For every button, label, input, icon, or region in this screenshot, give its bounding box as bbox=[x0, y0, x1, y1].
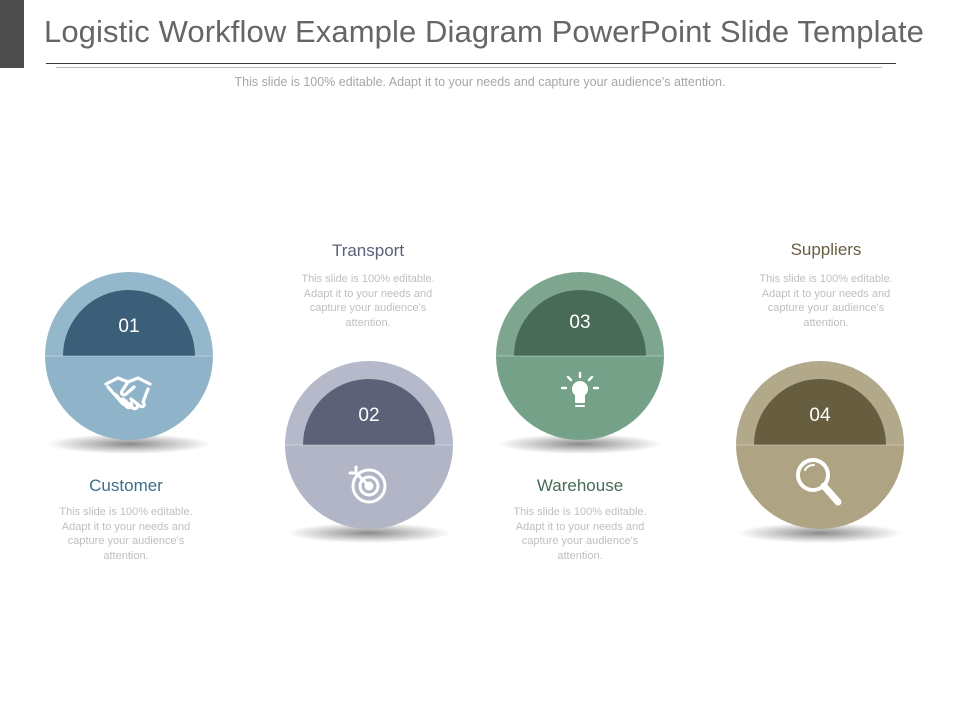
step-description-warehouse: This slide is 100% editable. Adapt it to… bbox=[513, 506, 647, 562]
step-number: 02 bbox=[358, 405, 380, 426]
step-circle bbox=[45, 272, 213, 454]
title-rule bbox=[46, 63, 896, 64]
target-icon bbox=[348, 465, 387, 504]
step-circle bbox=[285, 361, 453, 543]
step-label-customer: Customer bbox=[89, 476, 163, 495]
step-number: 01 bbox=[118, 316, 140, 337]
step-number: 04 bbox=[809, 405, 831, 426]
lightbulb-icon bbox=[560, 371, 600, 407]
slide-subtitle: This slide is 100% editable. Adapt it to… bbox=[234, 75, 726, 89]
slide-title: Logistic Workflow Example Diagram PowerP… bbox=[44, 14, 925, 49]
handshake-icon bbox=[104, 376, 152, 411]
step-description-suppliers: This slide is 100% editable. Adapt it to… bbox=[759, 273, 893, 329]
step-description-customer: This slide is 100% editable. Adapt it to… bbox=[59, 506, 193, 562]
step-warehouse: 03 bbox=[495, 268, 665, 458]
corner-accent bbox=[0, 0, 24, 68]
step-suppliers: 04 bbox=[735, 357, 905, 547]
step-customer: 01 bbox=[44, 268, 214, 458]
step-transport: 02 bbox=[284, 357, 454, 547]
step-label-transport: Transport bbox=[331, 241, 405, 260]
title-rule-secondary bbox=[56, 67, 882, 68]
step-description-transport: This slide is 100% editable. Adapt it to… bbox=[301, 273, 435, 329]
step-label-warehouse: Warehouse bbox=[536, 476, 624, 495]
step-label-suppliers: Suppliers bbox=[790, 240, 862, 259]
magnifier-icon bbox=[796, 458, 842, 506]
step-circle bbox=[496, 272, 664, 454]
step-number: 03 bbox=[569, 312, 591, 333]
step-circle bbox=[736, 361, 904, 543]
